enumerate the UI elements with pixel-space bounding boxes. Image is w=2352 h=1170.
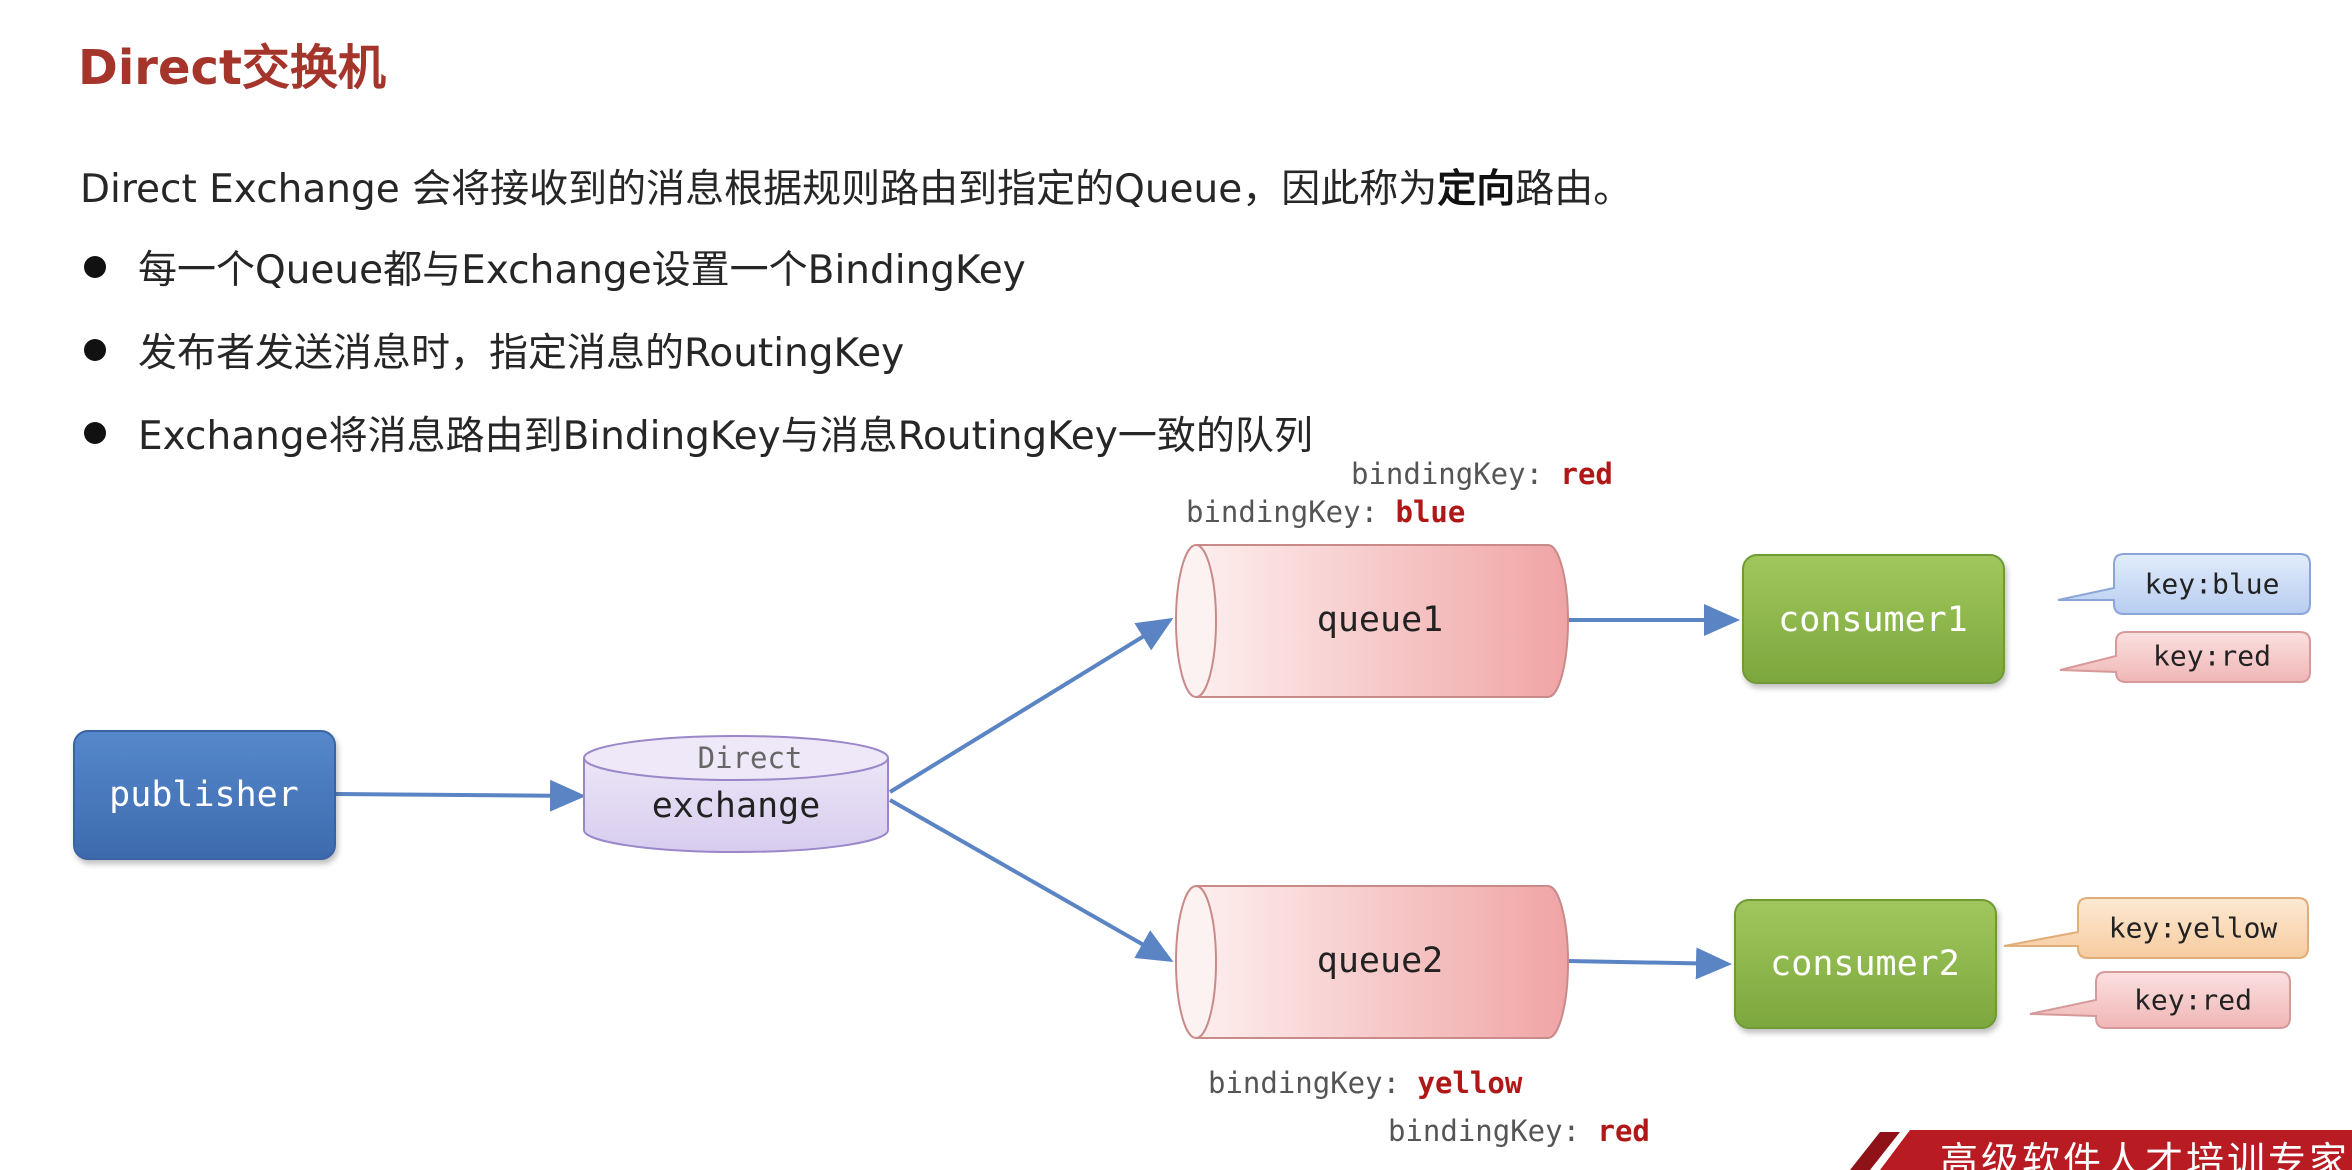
binding-key-prefix: bindingKey: xyxy=(1388,1114,1598,1148)
bullet-dot-icon xyxy=(84,422,106,444)
arrow-exchange-to-queue1 xyxy=(888,617,1174,794)
queue1-node xyxy=(1175,544,1569,698)
callout-label: key:yellow xyxy=(2108,911,2278,945)
arrow-publisher-to-exchange xyxy=(335,779,586,812)
queue1-label: queue1 xyxy=(1316,600,1444,640)
slide-title: Direct交换机 xyxy=(78,40,386,96)
bullet-item: 发布者发送消息时，指定消息的RoutingKey xyxy=(80,325,905,376)
bullet-item: 每一个Queue都与Exchange设置一个BindingKey xyxy=(80,242,1026,293)
bullet-dot-icon xyxy=(84,339,106,361)
binding-key-prefix: bindingKey: xyxy=(1208,1066,1418,1100)
consumer1-label: consumer1 xyxy=(1778,600,1968,640)
binding-key-prefix: bindingKey: xyxy=(1186,495,1396,529)
bullet-item: Exchange将消息路由到BindingKey与消息RoutingKey一致的… xyxy=(80,408,1313,459)
callout-consumer1-key-blue xyxy=(2057,553,2311,615)
arrow-queue2-to-consumer2 xyxy=(1567,947,1732,980)
callout-label: key:blue xyxy=(2144,567,2280,601)
queue1-binding-key-red: bindingKey: red xyxy=(1351,457,1613,491)
queue1-binding-key-blue: bindingKey: blue xyxy=(1186,495,1465,529)
queue2-node xyxy=(1175,885,1569,1039)
exchange-type-label: Direct xyxy=(697,741,803,775)
publisher-node xyxy=(73,730,336,860)
bullet-text: Exchange将消息路由到BindingKey与消息RoutingKey一致的… xyxy=(138,414,1313,459)
queue2-binding-key-yellow: bindingKey: yellow xyxy=(1208,1066,1522,1100)
consumer2-node xyxy=(1734,899,1997,1029)
publisher-label: publisher xyxy=(109,775,299,815)
footer-banner xyxy=(1850,1130,2352,1170)
bullet-text: 每一个Queue都与Exchange设置一个BindingKey xyxy=(138,248,1026,293)
intro-text-before: Direct Exchange 会将接收到的消息根据规则路由到指定的Queue，… xyxy=(80,167,1438,212)
callout-consumer2-key-yellow xyxy=(2003,897,2309,959)
callout-consumer1-key-red xyxy=(2059,631,2311,683)
callout-label: key:red xyxy=(2133,983,2253,1017)
footer-slogan: 高级软件人才培训专家 xyxy=(1940,1139,2351,1170)
binding-key-value: red xyxy=(1560,457,1613,491)
binding-key-value: yellow xyxy=(1417,1066,1523,1100)
callout-label: key:red xyxy=(2152,639,2272,673)
consumer1-node xyxy=(1742,554,2005,684)
bullet-dot-icon xyxy=(84,256,106,278)
intro-paragraph: Direct Exchange 会将接收到的消息根据规则路由到指定的Queue，… xyxy=(80,158,1632,214)
consumer2-label: consumer2 xyxy=(1770,944,1960,984)
binding-key-value: blue xyxy=(1395,495,1466,529)
callout-consumer2-key-red xyxy=(2029,971,2291,1029)
intro-text-after: 路由。 xyxy=(1515,167,1633,212)
arrow-exchange-to-queue2 xyxy=(889,798,1174,962)
binding-key-prefix: bindingKey: xyxy=(1351,457,1561,491)
queue2-binding-key-red: bindingKey: red xyxy=(1388,1114,1650,1148)
exchange-node xyxy=(583,735,889,853)
queue2-label: queue2 xyxy=(1316,941,1444,981)
bullet-text: 发布者发送消息时，指定消息的RoutingKey xyxy=(138,331,905,376)
exchange-label: exchange xyxy=(651,786,821,826)
binding-key-value: red xyxy=(1597,1114,1650,1148)
intro-text-bold: 定向 xyxy=(1437,167,1516,212)
